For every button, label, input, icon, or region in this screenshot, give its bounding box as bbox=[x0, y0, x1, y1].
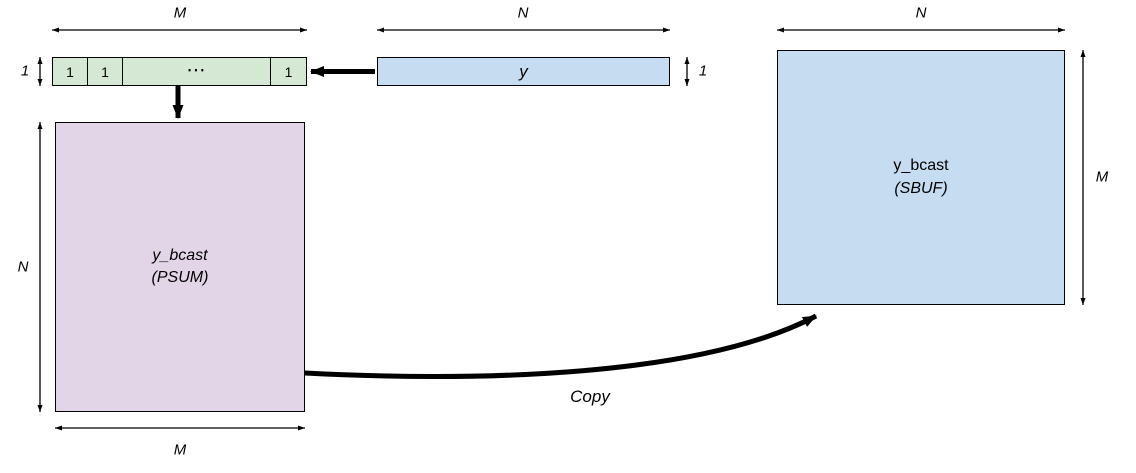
sbuf-block: y_bcast (SBUF) bbox=[777, 50, 1065, 305]
ones-cell-ellipsis: ⋯ bbox=[123, 58, 271, 85]
dim-label-psum-width: M bbox=[173, 441, 187, 459]
dim-label-ones-width: M bbox=[173, 4, 187, 22]
y-vector: y bbox=[377, 57, 670, 86]
sbuf-location: (SBUF) bbox=[894, 179, 948, 197]
dim-label-y-width: N bbox=[517, 4, 529, 22]
dim-label-sbuf-width: N bbox=[915, 4, 927, 22]
copy-arrow-label: Copy bbox=[570, 387, 610, 406]
ones-cell: 1 bbox=[53, 58, 88, 85]
ones-vector: 1 1 ⋯ 1 bbox=[52, 57, 307, 86]
ones-cell: 1 bbox=[88, 58, 123, 85]
dim-label-sbuf-height: M bbox=[1095, 168, 1109, 186]
dim-label-y-height: 1 bbox=[698, 62, 708, 80]
psum-location: (PSUM) bbox=[151, 269, 209, 286]
dim-label-psum-height: N bbox=[17, 258, 29, 276]
y-vector-label: y bbox=[519, 61, 528, 81]
sbuf-block-label: y_bcast (SBUF) bbox=[893, 155, 948, 200]
psum-block-label: y_bcast (PSUM) bbox=[152, 245, 209, 290]
psum-name: y_bcast bbox=[152, 246, 208, 264]
arrow-copy-psum-to-sbuf bbox=[304, 313, 818, 379]
ones-cell: 1 bbox=[284, 63, 293, 80]
dim-label-ones-height: 1 bbox=[20, 62, 30, 80]
psum-block: y_bcast (PSUM) bbox=[55, 122, 305, 412]
sbuf-name: y_bcast bbox=[893, 157, 949, 175]
